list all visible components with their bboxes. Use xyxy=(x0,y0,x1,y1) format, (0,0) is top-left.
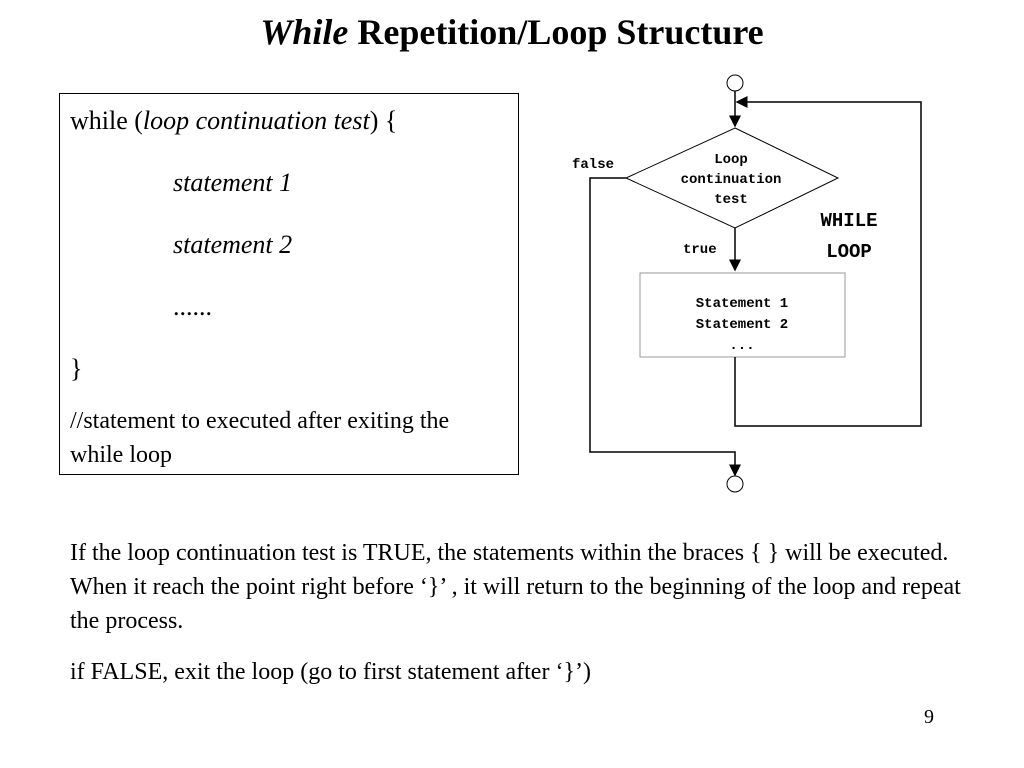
end-terminal xyxy=(726,475,744,493)
body-line-2: Statement 2 xyxy=(696,317,788,333)
while-header-line: while (loop continuation test) { xyxy=(70,106,397,136)
title-rest: Repetition/Loop Structure xyxy=(357,12,764,52)
statement-2: statement 2 xyxy=(173,230,293,259)
decision-line-1: Loop xyxy=(714,152,748,168)
loop-body-box xyxy=(639,272,846,358)
statement-ellipsis: ...... xyxy=(173,292,212,321)
false-exit-arrow xyxy=(589,177,741,477)
slide-title: While Repetition/Loop Structure xyxy=(0,8,1024,56)
while-caption-line-1: WHILE xyxy=(820,210,877,232)
body-line-1: Statement 1 xyxy=(696,296,788,312)
open-brace: ) { xyxy=(369,106,398,135)
loop-condition: loop continuation test xyxy=(142,106,370,135)
page-number: 9 xyxy=(924,706,934,728)
while-keyword: while ( xyxy=(70,106,143,135)
false-label: false xyxy=(572,157,614,173)
statement-1: statement 1 xyxy=(173,168,293,197)
explanation-paragraph-2: if FALSE, exit the loop (go to first sta… xyxy=(70,659,591,685)
after-loop-comment: //statement to executed after exiting th… xyxy=(70,408,450,468)
close-brace: } xyxy=(70,354,83,383)
decision-line-3: test xyxy=(714,192,748,208)
title-keyword: While xyxy=(260,12,349,52)
while-caption-line-2: LOOP xyxy=(826,241,872,263)
start-terminal xyxy=(726,74,744,92)
code-box: while (loop continuation test) { stateme… xyxy=(59,93,519,475)
true-label: true xyxy=(683,242,717,258)
decision-line-2: continuation xyxy=(681,172,782,188)
loop-back-arrow xyxy=(734,96,922,427)
explanation-paragraph-1: If the loop continuation test is TRUE, t… xyxy=(70,540,961,634)
body-line-3: ... xyxy=(729,338,754,354)
